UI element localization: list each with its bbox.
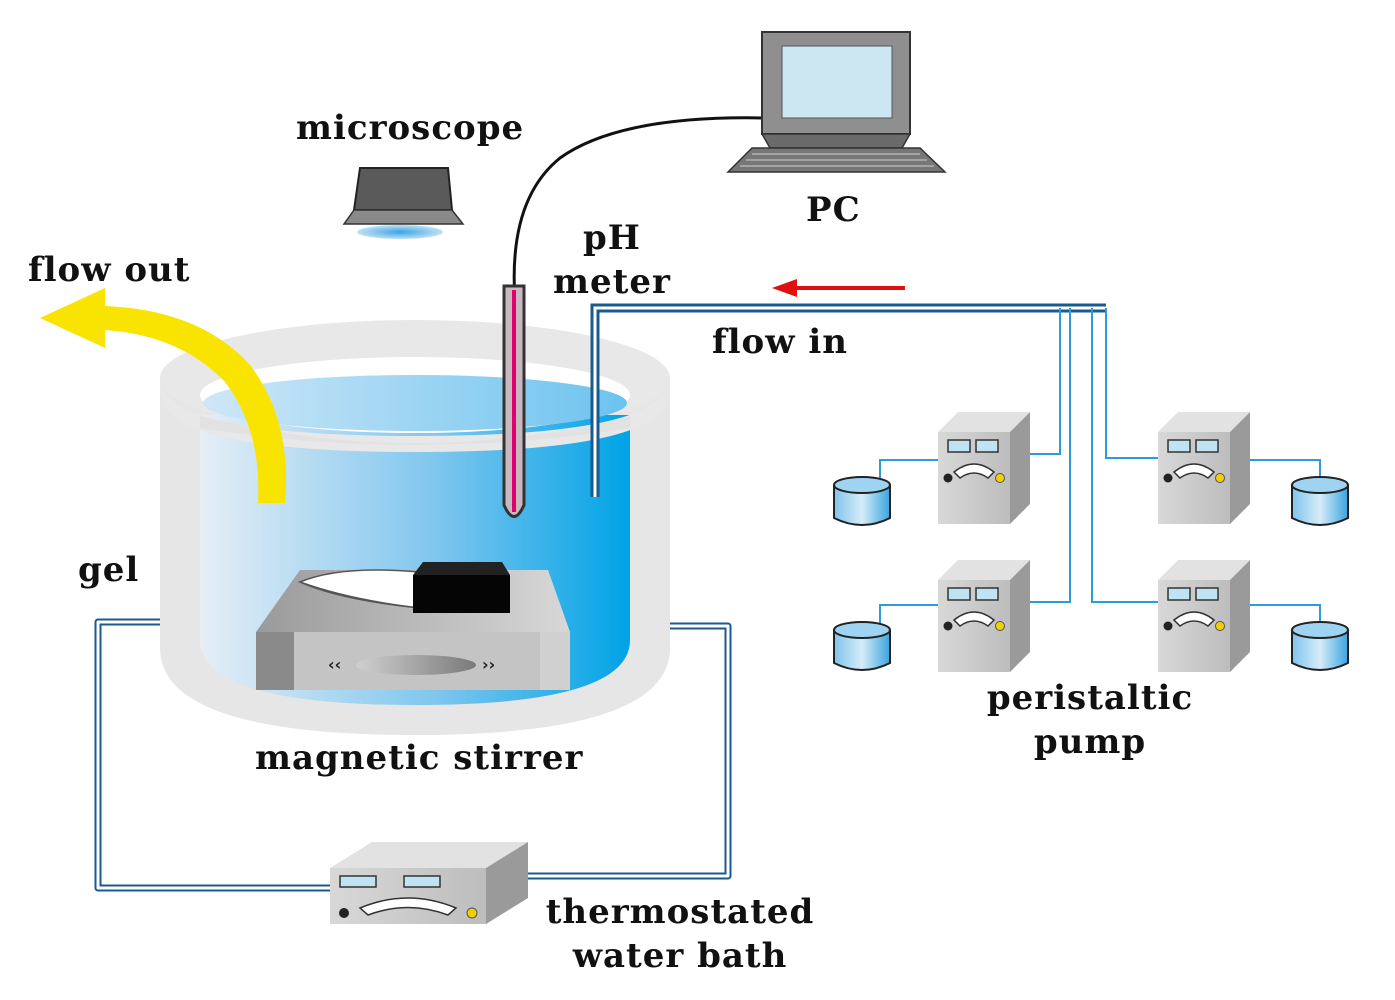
magnetic-stirrer-icon: ‹‹ ›› [256, 562, 570, 690]
water-bath-label-line1: thermostated [545, 892, 815, 932]
beaker-icon [833, 476, 1349, 671]
microscope-label: microscope [296, 108, 525, 148]
pc-icon [726, 31, 947, 173]
ph-meter-label-line2: meter [553, 262, 671, 302]
gel-label: gel [78, 550, 140, 590]
peristaltic-pump-label-line2: pump [1033, 722, 1147, 762]
magnetic-stirrer-label: magnetic stirrer [255, 738, 584, 778]
peristaltic-pump-icon [938, 412, 1250, 672]
flow-in-tube [590, 303, 1106, 497]
ph-meter-probe [502, 116, 766, 518]
pc-label: PC [806, 190, 861, 230]
peristaltic-pump-label-line1: peristaltic [986, 678, 1194, 718]
water-bath-tubing [94, 618, 732, 892]
flow-out-arrow [40, 288, 286, 503]
svg-text:››: ›› [482, 655, 495, 674]
water-bath-label-line2: water bath [572, 936, 788, 976]
svg-text:‹‹: ‹‹ [328, 655, 341, 674]
water-bath-icon [330, 842, 528, 924]
microscope-icon [342, 167, 465, 239]
flow-direction-arrow [772, 279, 905, 297]
ph-meter-label-line1: pH [583, 218, 641, 258]
flow-out-label: flow out [28, 250, 191, 290]
flow-in-label: flow in [712, 322, 848, 362]
